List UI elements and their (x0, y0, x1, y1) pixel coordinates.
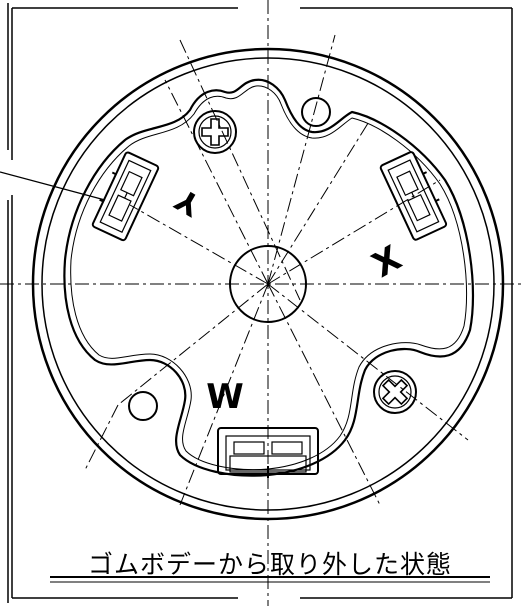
base-body-outline (63, 78, 475, 477)
terminal-label-w: W (206, 377, 244, 417)
caption: ゴムボデーから取り外した状態 (87, 550, 452, 579)
leader-line (0, 171, 106, 201)
caption-underline (50, 576, 490, 583)
terminal-clip-bottom (217, 427, 319, 478)
screw-bottom-right (373, 370, 417, 414)
base-body-inner-outline (70, 85, 468, 471)
outer-rings (31, 47, 505, 521)
mounting-hole-top (301, 97, 331, 127)
terminal-clip-right (379, 151, 448, 241)
mounting-holes (128, 97, 331, 421)
terminal-label-x: X (366, 238, 409, 286)
terminal-label-y: Y (169, 180, 207, 222)
mounting-hole-bottom-left (128, 391, 158, 421)
terminal-clip-left (91, 151, 160, 242)
drawing-frame (7, 3, 513, 603)
center-hole (229, 245, 307, 323)
screw-top (193, 110, 237, 154)
